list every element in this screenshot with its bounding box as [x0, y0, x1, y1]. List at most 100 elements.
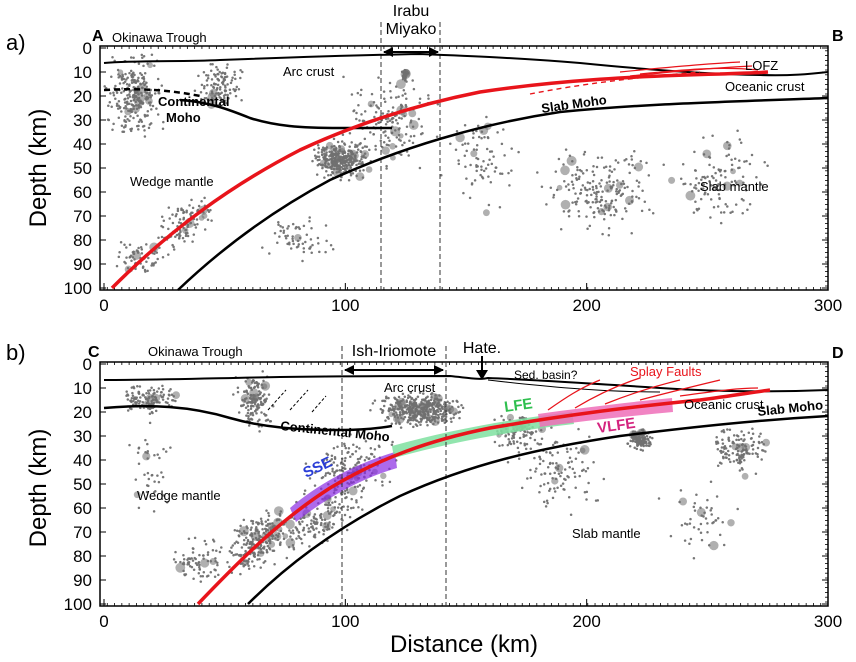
panel-a-earthquake-dot: [282, 229, 286, 233]
panel-a-earthquake-dot: [384, 123, 388, 126]
panel-b-earthquake-dot: [457, 405, 460, 409]
panel-b-earthquake-dot: [548, 487, 552, 491]
panel-b-earthquake-dot: [524, 447, 528, 451]
panel-a-earthquake-dot: [714, 186, 717, 189]
panel-a-earthquake-dot: [360, 162, 364, 166]
panel-b-earthquake-dot: [278, 512, 282, 516]
panel-a-earthquake-dot: [326, 158, 329, 161]
panel-a-earthquake-dot: [128, 84, 131, 87]
panel-a-earthquake-dot: [291, 222, 295, 226]
panel-a-earthquake-dot: [494, 166, 498, 169]
panel-a-earthquake-dot: [502, 128, 505, 131]
panel-b-earthquake-dot: [566, 450, 569, 454]
panel-a-earthquake-dot: [730, 163, 734, 167]
panel-a-earthquake-dot: [233, 70, 236, 74]
panel-a-earthquake-dot: [311, 159, 314, 163]
panel-a-earthquake-dot: [137, 246, 140, 250]
slab-moho-label-b: Slab Moho: [757, 397, 824, 419]
panel-b-earthquake-dot: [332, 474, 336, 477]
panel-b-earthquake-dot: [757, 440, 761, 444]
panel-a-earthquake-dot: [356, 159, 359, 162]
panel-b-earthquake-dot: [420, 400, 423, 404]
panel-b-earthquake-dot: [716, 447, 720, 451]
panel-a-earthquake-dot: [313, 154, 317, 158]
panel-b-earthquake-dot: [364, 440, 368, 443]
panel-b-earthquake-dot: [161, 387, 165, 391]
panel-a-earthquake-dot: [129, 56, 133, 59]
panel-b-earthquake-dot: [413, 413, 417, 416]
panel-b-earthquake-dot: [756, 446, 760, 450]
panel-b-ytick-label: 10: [73, 379, 92, 398]
panel-b-earthquake-dot: [418, 391, 422, 394]
panel-a-earthquake-dot: [297, 226, 300, 229]
panel-b-earthquake-dot: [314, 520, 318, 524]
panel-a-earthquake-dot: [613, 213, 616, 217]
panel-a-earthquake-dot: [124, 115, 127, 118]
bracket-arrowhead-a-left: [383, 47, 393, 57]
panel-a-earthquake-dot: [160, 235, 164, 239]
panel-a-earthquake-dot: [276, 241, 279, 244]
panel-a-earthquake-dot: [585, 168, 589, 172]
panel-a-earthquake-dot: [578, 168, 582, 172]
panel-b-earthquake-dot: [399, 405, 403, 408]
panel-b-earthquake-dot: [507, 433, 511, 436]
panel-b-earthquake-dot: [387, 396, 390, 400]
panel-b-earthquake-dot: [440, 406, 443, 409]
panel-b-earthquake-dot: [232, 554, 235, 557]
panel-b-earthquake-dot: [442, 419, 445, 422]
panel-b-earthquake-dot: [172, 558, 176, 561]
panel-a-earthquake-dot: [356, 148, 360, 151]
panel-b-earthquake-dot: [735, 438, 738, 442]
panel-a-earthquake-dot: [360, 113, 363, 116]
panel-a-earthquake-dot: [324, 250, 327, 254]
panel-b-earthquake-dot: [700, 514, 703, 517]
panel-a-earthquake-dot: [706, 175, 709, 178]
panel-b-earthquake-dot: [506, 460, 510, 464]
panel-a-earthquake-dot: [129, 69, 133, 73]
panel-a-earthquake-dot: [708, 179, 711, 183]
panel-a-earthquake-dot: [139, 246, 143, 249]
panel-a-earthquake-dot: [388, 119, 392, 122]
panel-b-earthquake-dot: [360, 496, 363, 499]
panel-a-earthquake-dot: [734, 203, 738, 206]
splay-faults-label: Splay Faults: [630, 364, 702, 379]
panel-a-earthquake-dot: [358, 160, 362, 163]
panel-b-earthquake-dot: [742, 456, 745, 459]
panel-b-earthquake-dot: [535, 467, 538, 470]
panel-b-earthquake-dot: [232, 393, 235, 396]
panel-b-earthquake-dot: [357, 505, 360, 509]
panel-a-earthquake-dot: [123, 120, 126, 123]
panel-b-earthquake-dot: [426, 414, 433, 421]
panel-a-earthquake-dot: [128, 95, 132, 98]
panel-b-earthquake-dot: [255, 525, 258, 529]
panel-a-earthquake-dot: [552, 193, 556, 197]
panel-a-earthquake-dot: [136, 97, 139, 101]
panel-b-earthquake-dot: [360, 455, 363, 458]
panel-a-earthquake-dot: [639, 160, 643, 163]
panel-b-xtick-label: 300: [814, 612, 842, 631]
panel-b-earthquake-dot: [230, 546, 233, 549]
panel-b-earthquake-dot: [302, 526, 306, 530]
panel-a-earthquake-dot: [588, 187, 591, 191]
panel-a-earthquake-dot: [219, 86, 222, 89]
panel-a-earthquake-dot: [134, 111, 137, 115]
panel-b-earthquake-dot: [387, 409, 390, 412]
bracket-bottom-label-a: Miyako: [386, 21, 437, 38]
panel-b-earthquake-dot: [244, 543, 248, 546]
panel-b-earthquake-dot: [226, 560, 229, 564]
panel-a-earthquake-dot: [592, 211, 595, 215]
panel-b-earthquake-dot: [394, 414, 405, 424]
panel-b-earthquake-dot: [657, 497, 661, 500]
panel-b-earthquake-dot: [253, 409, 257, 413]
panel-a-earthquake-dot: [167, 253, 170, 256]
panel-b-earthquake-dot: [230, 551, 233, 555]
panel-a-earthquake-dot: [759, 183, 763, 186]
panel-a-earthquake-dot: [197, 74, 200, 78]
panel-a-earthquake-dot: [586, 181, 590, 184]
panel-a-earthquake-dot: [685, 190, 696, 201]
panel-b-earthquake-dot: [715, 436, 718, 439]
panel-a-earthquake-dot: [332, 137, 336, 141]
panel-b-earthquake-dot: [164, 450, 168, 453]
panel-a-earthquake-dot: [200, 98, 203, 102]
panel-a-earthquake-dot: [648, 208, 651, 211]
